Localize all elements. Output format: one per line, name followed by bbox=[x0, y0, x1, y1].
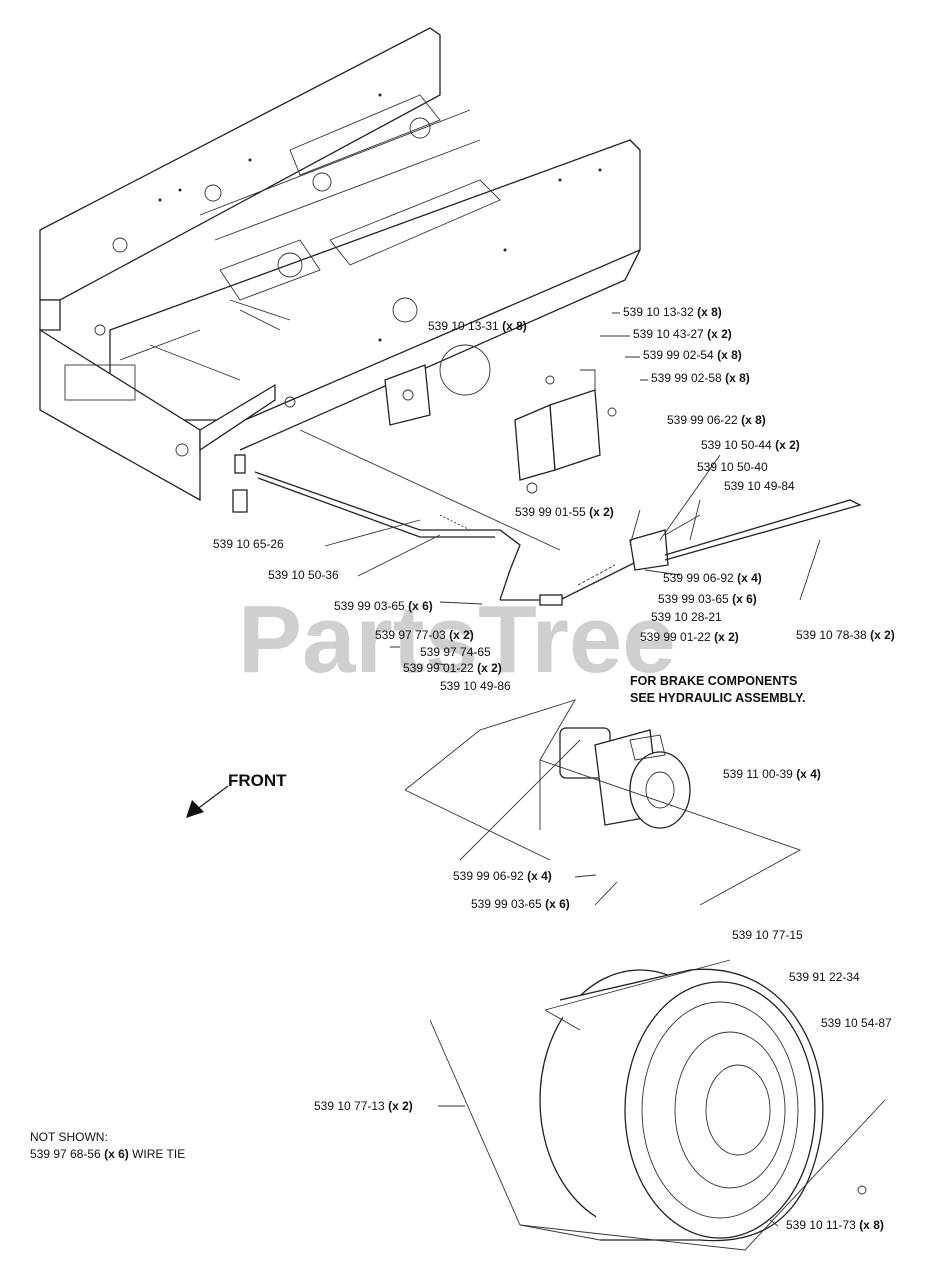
part-callout[interactable]: 539 99 03-65 (x 6) bbox=[334, 599, 433, 613]
part-callout[interactable]: 539 10 13-32 (x 8) bbox=[623, 305, 722, 319]
part-callout[interactable]: 539 10 77-15 bbox=[732, 928, 803, 942]
part-callout[interactable]: 539 97 74-65 bbox=[420, 645, 491, 659]
part-callout[interactable]: 539 10 50-40 bbox=[697, 460, 768, 474]
control-linkage bbox=[232, 454, 862, 606]
part-callout[interactable]: 539 10 77-13 (x 2) bbox=[314, 1099, 413, 1113]
part-callout[interactable]: 539 10 28-21 bbox=[651, 610, 722, 624]
part-callout[interactable]: 539 99 01-22 (x 2) bbox=[640, 630, 739, 644]
part-callout[interactable]: 539 10 50-44 (x 2) bbox=[701, 438, 800, 452]
brake-note-line2: SEE HYDRAULIC ASSEMBLY. bbox=[630, 691, 806, 705]
part-callout[interactable]: 539 99 06-22 (x 8) bbox=[667, 413, 766, 427]
part-callout[interactable]: 539 97 77-03 (x 2) bbox=[375, 628, 474, 642]
part-callout[interactable]: 539 11 00-39 (x 4) bbox=[723, 767, 821, 781]
part-callout[interactable]: 539 99 02-54 (x 8) bbox=[643, 348, 742, 362]
part-callout[interactable]: 539 10 65-26 bbox=[213, 537, 284, 551]
part-callout[interactable]: 539 99 01-55 (x 2) bbox=[515, 505, 614, 519]
part-callout[interactable]: 539 99 01-22 (x 2) bbox=[403, 661, 502, 675]
front-label: FRONT bbox=[228, 771, 287, 790]
part-callout[interactable]: 539 99 06-92 (x 4) bbox=[453, 869, 552, 883]
part-callout[interactable]: 539 99 03-65 (x 6) bbox=[658, 592, 757, 606]
part-callout[interactable]: 539 10 49-84 bbox=[724, 479, 795, 493]
part-callout[interactable]: 539 10 50-36 bbox=[268, 568, 339, 582]
part-callout[interactable]: 539 10 54-87 bbox=[821, 1016, 892, 1030]
mount-bracket bbox=[514, 369, 617, 494]
wheel-assembly bbox=[539, 968, 867, 1242]
part-callout[interactable]: 539 99 03-65 (x 6) bbox=[471, 897, 570, 911]
part-callout[interactable]: 539 99 02-58 (x 8) bbox=[651, 371, 750, 385]
front-arrow bbox=[186, 785, 229, 818]
part-callout[interactable]: 539 10 11-73 (x 8) bbox=[786, 1218, 884, 1232]
part-callout[interactable]: 539 10 78-38 (x 2) bbox=[796, 628, 895, 642]
leader-lines bbox=[299, 429, 886, 1251]
hydraulic-motor bbox=[559, 727, 691, 829]
part-callout[interactable]: 539 10 13-31 (x 8) bbox=[428, 319, 527, 333]
brake-note-line1: FOR BRAKE COMPONENTS bbox=[630, 674, 797, 688]
not-shown-heading: NOT SHOWN: bbox=[30, 1130, 108, 1144]
part-callout[interactable]: 539 99 06-92 (x 4) bbox=[663, 571, 762, 585]
watermark: PartsTree bbox=[238, 586, 676, 693]
part-callouts: 539 10 13-31 (x 8) 539 10 13-32 (x 8) 53… bbox=[213, 305, 895, 1232]
callout-leaders bbox=[324, 312, 779, 1227]
part-callout[interactable]: 539 10 49-86 bbox=[440, 679, 511, 693]
not-shown-line: 539 97 68-56 (x 6) WIRE TIE bbox=[30, 1147, 185, 1161]
frame-assembly bbox=[39, 27, 641, 502]
part-callout[interactable]: 539 10 43-27 (x 2) bbox=[633, 327, 732, 341]
part-callout[interactable]: 539 91 22-34 bbox=[789, 970, 860, 984]
